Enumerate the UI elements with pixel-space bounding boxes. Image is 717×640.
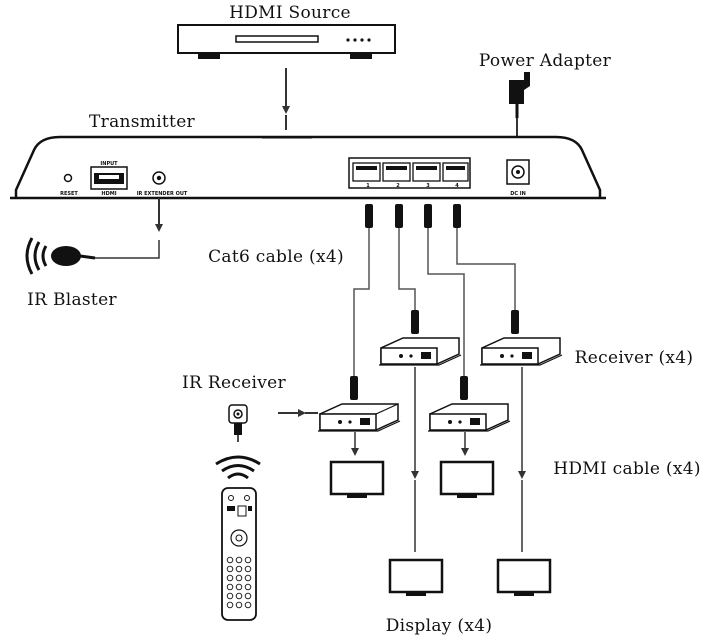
panel-port-2-label: 2 bbox=[396, 183, 400, 189]
hdmi-source-device bbox=[177, 24, 396, 59]
receiver-label: Receiver (x4) bbox=[575, 348, 694, 368]
remote-signal-icon bbox=[215, 455, 261, 480]
display-3 bbox=[388, 558, 444, 596]
ir-blaster-icon bbox=[25, 237, 96, 275]
ir-receiver-label: IR Receiver bbox=[182, 373, 286, 393]
receiver-device-3 bbox=[428, 403, 511, 432]
panel-ir-extender-label: IR EXTENDER OUT bbox=[137, 191, 188, 197]
cat6-plugs bbox=[350, 204, 519, 400]
panel-port-3-label: 3 bbox=[426, 183, 430, 189]
display-4 bbox=[496, 558, 552, 596]
display-2 bbox=[439, 460, 495, 498]
panel-port-1-label: 1 bbox=[366, 183, 370, 189]
receiver-device-4 bbox=[480, 337, 563, 366]
transmitter-label: Transmitter bbox=[89, 112, 196, 132]
hdmi-cable-label: HDMI cable (x4) bbox=[553, 459, 701, 479]
receiver-device-1 bbox=[318, 403, 401, 432]
remote-control-icon bbox=[221, 487, 257, 621]
hdmi-cables bbox=[351, 367, 526, 552]
ir-receiver-icon bbox=[228, 404, 248, 442]
ir-blaster-cable bbox=[95, 240, 160, 259]
panel-port-4-label: 4 bbox=[455, 183, 459, 189]
cat6-cables bbox=[353, 228, 516, 378]
power-adapter-label: Power Adapter bbox=[479, 51, 612, 71]
receiver-device-2 bbox=[379, 337, 462, 366]
panel-reset-label: RESET bbox=[60, 191, 78, 197]
display-label: Display (x4) bbox=[386, 616, 493, 636]
ir-blaster-label: IR Blaster bbox=[27, 290, 117, 310]
cat6-cable-label: Cat6 cable (x4) bbox=[208, 247, 344, 267]
panel-dc-in-label: DC IN bbox=[510, 191, 526, 197]
display-1 bbox=[329, 460, 385, 498]
hdmi-source-label: HDMI Source bbox=[229, 3, 351, 23]
transmitter-device bbox=[10, 135, 606, 200]
panel-hdmi-label: HDMI bbox=[101, 191, 116, 197]
panel-input-label: INPUT bbox=[100, 161, 118, 167]
